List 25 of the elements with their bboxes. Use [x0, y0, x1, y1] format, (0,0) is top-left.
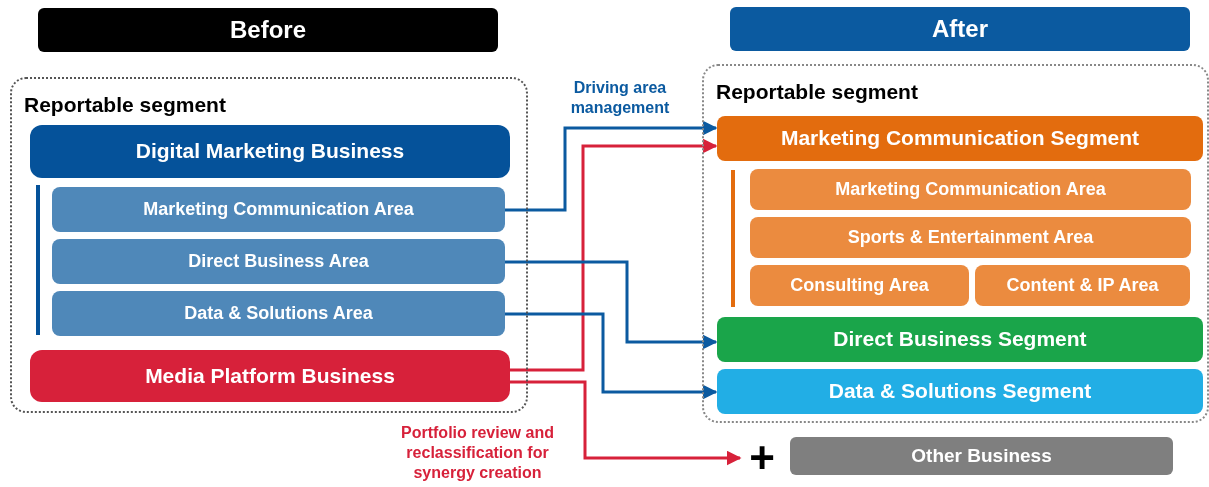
area-box: Consulting Area [750, 265, 969, 306]
arrow [505, 120, 718, 212]
group-heading: Reportable segment [24, 92, 226, 118]
area-box: Data & Solutions Area [52, 291, 505, 336]
arrow [505, 260, 718, 350]
segment-box: Data & Solutions Segment [717, 369, 1203, 414]
area-box: Sports & Entertainment Area [750, 217, 1191, 258]
segment-box: Marketing Communication Segment [717, 116, 1203, 161]
arrow [505, 312, 718, 400]
business-box: Other Business [790, 437, 1173, 475]
arrow [510, 138, 718, 372]
area-box: Marketing Communication Area [750, 169, 1191, 210]
header-bar: After [730, 7, 1190, 51]
group-container [10, 77, 528, 413]
group-container [702, 64, 1209, 423]
arrow [510, 380, 742, 466]
business-box: Media Platform Business [30, 350, 510, 402]
plus-sign: + [741, 436, 783, 478]
area-box: Direct Business Area [52, 239, 505, 284]
business-box: Digital Marketing Business [30, 125, 510, 178]
area-box: Marketing Communication Area [52, 187, 505, 232]
header-bar: Before [38, 8, 498, 52]
group-heading: Reportable segment [716, 79, 918, 105]
area-box: Content & IP Area [975, 265, 1190, 306]
segment-box: Direct Business Segment [717, 317, 1203, 362]
